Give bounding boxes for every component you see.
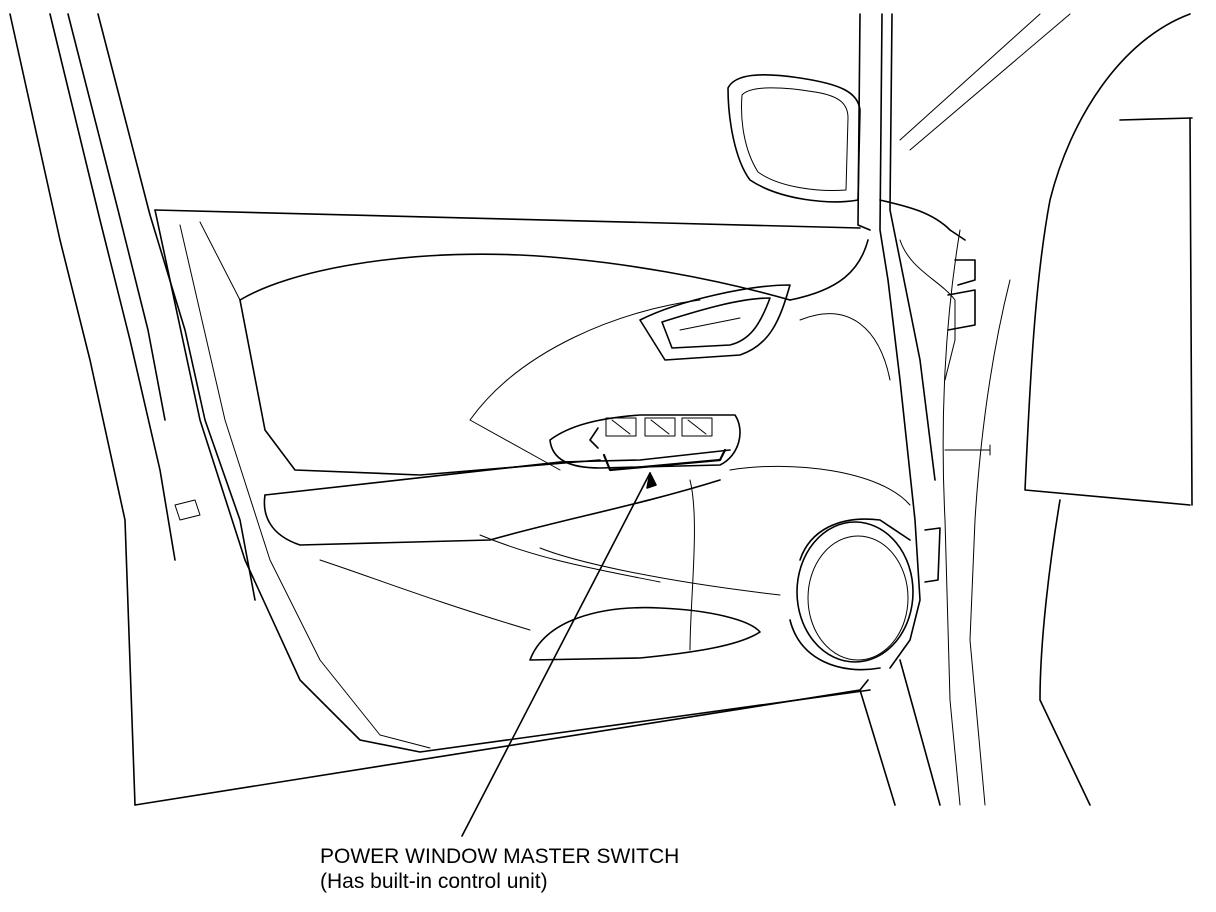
- door-outline: [134, 209, 871, 806]
- inner-door-handle: [639, 284, 791, 361]
- callout-title: POWER WINDOW MASTER SWITCH: [320, 845, 680, 868]
- power-window-master-switch: [549, 414, 741, 472]
- side-mirror: [727, 74, 861, 203]
- door-hinge-area: [857, 13, 1071, 669]
- callout-leader: [461, 472, 657, 837]
- door-trim-upper: [199, 221, 869, 476]
- callout-label: POWER WINDOW MASTER SWITCH (Has built-in…: [320, 844, 679, 894]
- door-pocket: [319, 313, 911, 661]
- door-speaker: [789, 518, 914, 671]
- callout-subtitle: (Has built-in control unit): [320, 870, 548, 893]
- armrest: [263, 449, 731, 546]
- front-pillar: [9, 13, 256, 806]
- vehicle-body: [859, 13, 1193, 806]
